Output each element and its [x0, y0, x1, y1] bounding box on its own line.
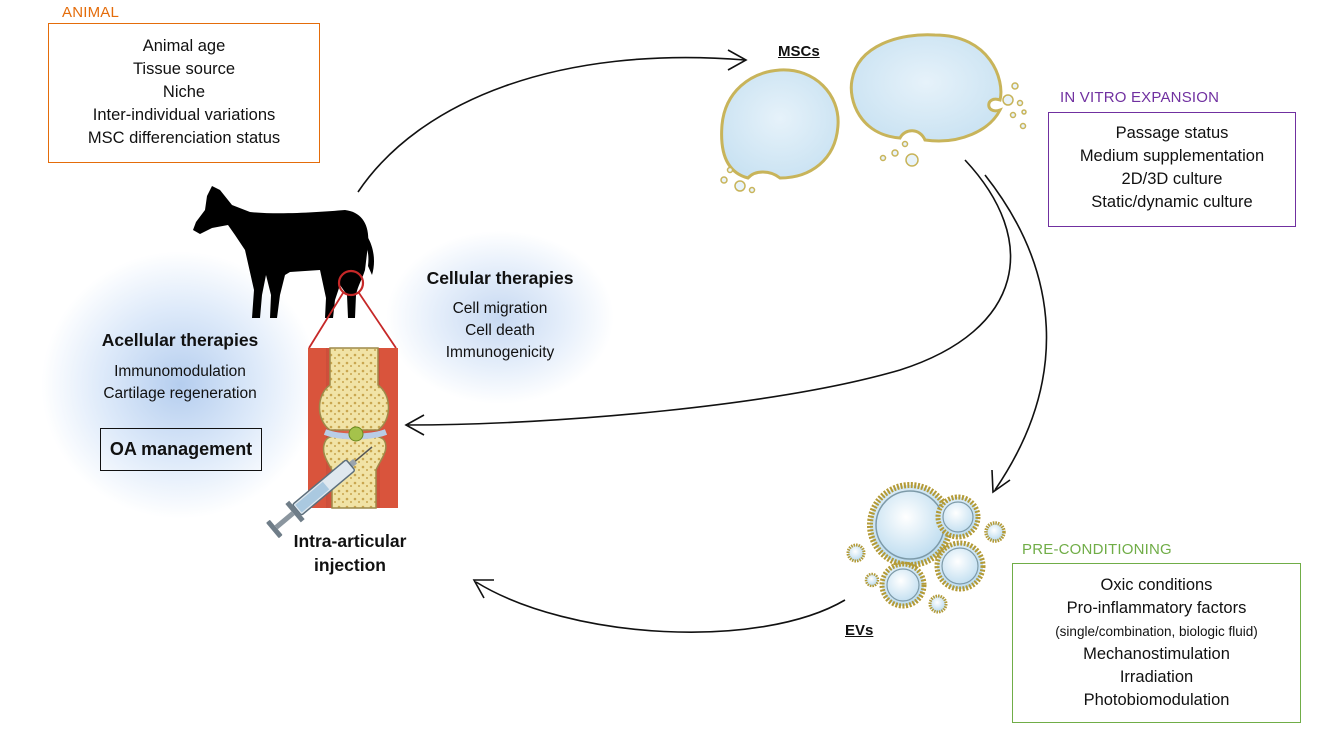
acellular-therapy-item: Cartilage regeneration — [103, 385, 257, 402]
preconditioning-factor: Oxic conditions — [1100, 576, 1213, 594]
in-vitro-factor: Medium supplementation — [1079, 147, 1265, 165]
arrow-mscs-to-evs — [984, 174, 1048, 494]
animal-factor: Tissue source — [132, 60, 236, 78]
in-vitro-factor: Static/dynamic culture — [1091, 193, 1253, 211]
in-vitro-factors-box: Passage status Medium supplementation 2D… — [1048, 112, 1296, 227]
preconditioning-factor: Irradiation — [1119, 668, 1194, 686]
cellular-therapies-title: Cellular therapies — [426, 268, 574, 288]
preconditioning-title: PRE-CONDITIONING — [1022, 541, 1172, 558]
arrow-mscs-to-injection — [404, 159, 1012, 436]
preconditioning-factors-box: Oxic conditions Pro-inflammatory factors… — [1012, 563, 1301, 723]
injection-label-line1: Intra-articular — [293, 531, 407, 551]
acellular-therapy-item: Immunomodulation — [114, 363, 246, 380]
arrow-evs-to-injection — [472, 579, 846, 633]
animal-factors-box: Animal age Tissue source Niche Inter-ind… — [48, 23, 320, 163]
syringe-icon — [266, 446, 373, 538]
animal-factor: Inter-individual variations — [92, 106, 276, 124]
animal-title: ANIMAL — [62, 4, 120, 21]
mscs-label: MSCs — [778, 43, 820, 60]
oa-management-label: OA management — [109, 439, 253, 459]
evs-label: EVs — [845, 622, 874, 639]
in-vitro-title: IN VITRO EXPANSION — [1060, 89, 1220, 106]
cellular-therapy-item: Cell migration — [452, 300, 548, 317]
extracellular-vesicles-icon — [846, 482, 1006, 614]
injection-label-line2: injection — [314, 555, 386, 575]
in-vitro-factor: Passage status — [1115, 124, 1229, 142]
cellular-therapy-item: Cell death — [465, 322, 535, 339]
oa-management-box: OA management — [100, 428, 262, 471]
preconditioning-factor: Pro-inflammatory factors — [1066, 599, 1247, 617]
animal-factor: Animal age — [142, 37, 226, 55]
preconditioning-factor: Mechanostimulation — [1083, 645, 1230, 663]
animal-factor: MSC differenciation status — [87, 129, 281, 147]
arrow-animal-to-mscs — [357, 49, 748, 193]
injection-label: Intra-articular injection — [270, 529, 430, 577]
cellular-therapies: Cellular therapies Cell migration Cell d… — [410, 268, 590, 364]
horse-silhouette-icon — [193, 186, 375, 318]
acellular-therapies-title: Acellular therapies — [101, 330, 259, 350]
msc-cells-icon — [720, 33, 1027, 194]
preconditioning-factor: Photobiomodulation — [1083, 691, 1230, 709]
in-vitro-factor: 2D/3D culture — [1121, 170, 1223, 188]
animal-factor: Niche — [162, 83, 206, 101]
acellular-therapies: Acellular therapies Immunomodulation Car… — [70, 330, 290, 405]
cellular-therapy-item: Immunogenicity — [445, 344, 555, 361]
preconditioning-factor-note: (single/combination, biologic fluid) — [1055, 624, 1258, 639]
